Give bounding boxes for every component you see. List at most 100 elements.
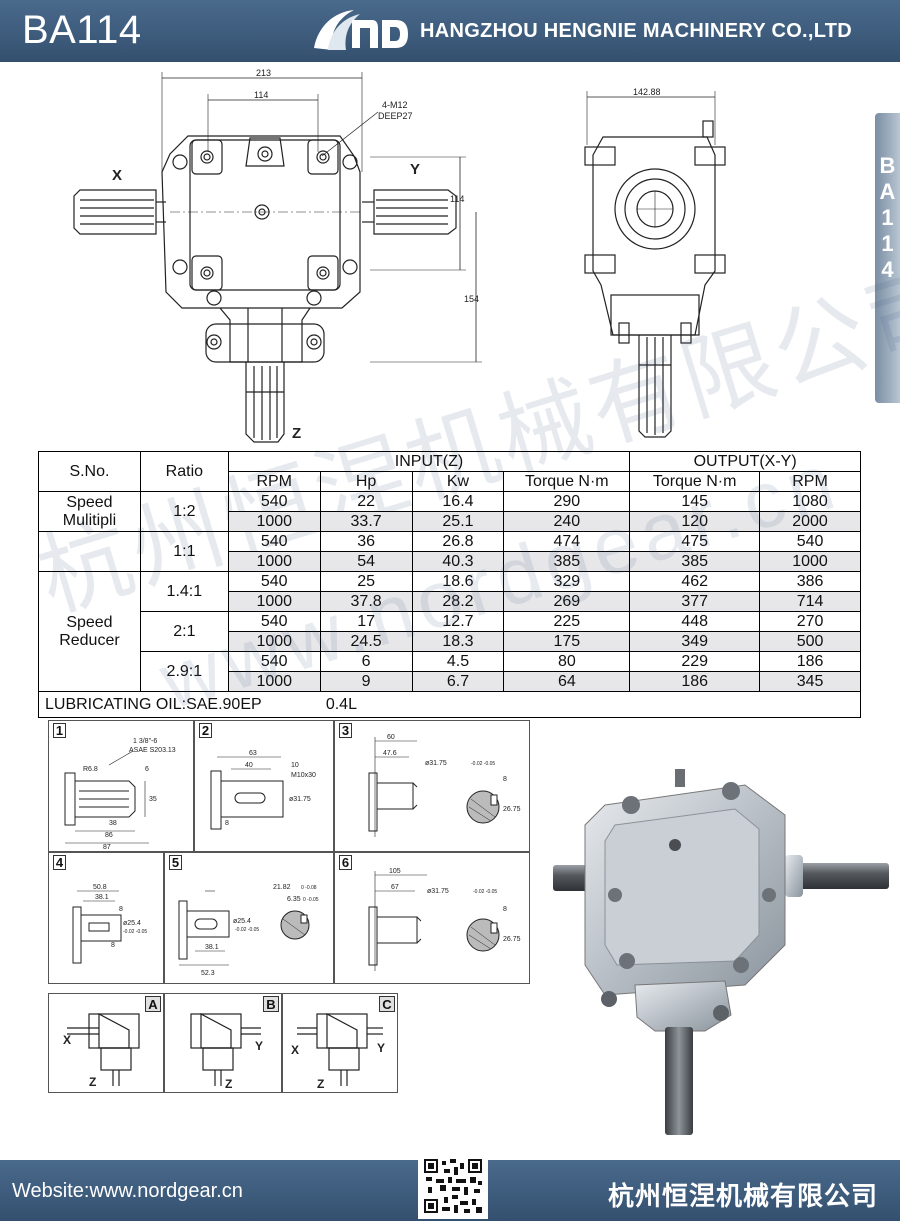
dim-text: ø31.75 xyxy=(289,796,311,803)
config-label-z: Z xyxy=(89,1075,96,1089)
cell: 80 xyxy=(503,651,631,672)
shaft-label-x: X xyxy=(112,167,122,184)
dim-text: 86 xyxy=(105,832,113,839)
config-panel-a: A X Z xyxy=(48,993,164,1093)
dim-text: 6.35 xyxy=(287,896,301,903)
dim-text: 52.3 xyxy=(201,970,215,977)
config-diagram-c: X Y Z xyxy=(291,1013,385,1091)
config-panel-c: C X Y Z xyxy=(282,993,398,1093)
ratio-cell: 1:2 xyxy=(139,491,229,532)
dim-text: 67 xyxy=(391,884,399,891)
cell: 269 xyxy=(503,591,631,612)
shaft-drawing-1: 1 3/8"-6 ASAE S203.13 R6.8 6 35 38 86 87 xyxy=(64,738,176,851)
cell: 186 xyxy=(629,671,761,692)
config-label-z: Z xyxy=(317,1077,324,1091)
dim-text: -0.02 -0.05 xyxy=(123,929,147,935)
dim-213: 213 xyxy=(256,68,271,78)
cell: 386 xyxy=(759,571,861,592)
dim-142: 142.88 xyxy=(633,87,661,97)
group-name: Speed Mulitipli xyxy=(38,491,141,532)
col-ratio: Ratio xyxy=(139,451,229,492)
table-row: Speed Reducer 1.4:1 540 25 18.6 329 462 … xyxy=(38,571,861,692)
cell: 1000 xyxy=(227,551,321,572)
cell: 18.6 xyxy=(411,571,505,592)
cell: 1000 xyxy=(227,511,321,532)
cell: 145 xyxy=(629,491,761,512)
dim-text: 10 xyxy=(291,762,299,769)
config-label-y: Y xyxy=(255,1039,263,1053)
model-side-tab: B A 1 1 4 xyxy=(875,113,900,403)
cell: 540 xyxy=(227,571,321,592)
shaft-drawing-5: ø25.4 -0.02 -0.05 38.1 52.3 21.82 0 -0.0… xyxy=(178,884,319,977)
shaft-panel-3: 3 60 47.6 ø31.75 -0.02 -0.05 8 26.75 xyxy=(334,720,530,852)
cell: 26.8 xyxy=(411,531,505,552)
cell: 40.3 xyxy=(411,551,505,572)
cell: 28.2 xyxy=(411,591,505,612)
side-tab-char: 1 xyxy=(881,231,894,256)
header-bar: BA114 HANGZHOU HENGNIE MACHINERY CO.,LTD xyxy=(0,0,900,62)
dim-114-side: 114 xyxy=(450,194,464,204)
table-row: Speed Mulitipli 1:2 540 22 16.4 290 145 … xyxy=(38,491,861,532)
cell: 37.8 xyxy=(319,591,413,612)
dim-text: 47.6 xyxy=(383,750,397,757)
panel-number: 1 xyxy=(53,723,66,738)
dim-154: 154 xyxy=(464,294,479,304)
cell: 17 xyxy=(319,611,413,632)
cell: 225 xyxy=(503,611,631,632)
group-name xyxy=(38,531,141,572)
dim-text: 26.75 xyxy=(503,936,521,943)
col-output: OUTPUT(X-Y) xyxy=(629,451,861,472)
shaft-panel-2: 2 63 40 10 M10x30 ø31.75 8 xyxy=(194,720,334,852)
dim-114-top: 114 xyxy=(254,90,268,100)
side-tab-char: 4 xyxy=(881,257,894,282)
shaft-label-y: Y xyxy=(410,161,420,178)
dim-text: 40 xyxy=(245,762,253,769)
side-tab-char: A xyxy=(879,179,896,204)
cell: 25 xyxy=(319,571,413,592)
group-name-line: Mulitipli xyxy=(62,511,117,529)
shaft-drawing-3: 60 47.6 ø31.75 -0.02 -0.05 8 26.75 xyxy=(368,734,521,837)
cell: 329 xyxy=(503,571,631,592)
cell: 377 xyxy=(629,591,761,612)
cell: 64 xyxy=(503,671,631,692)
col-hp: Hp xyxy=(319,471,413,492)
group-name: Speed Reducer xyxy=(38,571,141,692)
dim-depth: DEEP27 xyxy=(378,111,413,121)
cell: 290 xyxy=(503,491,631,512)
company-name: HANGZHOU HENGNIE MACHINERY CO.,LTD xyxy=(420,20,853,42)
ratio-cell: 2.9:1 xyxy=(139,651,229,692)
dim-text: ASAE S203.13 xyxy=(129,747,176,754)
cell: 462 xyxy=(629,571,761,592)
cell: 33.7 xyxy=(319,511,413,532)
config-panel-b: B Y Z xyxy=(164,993,282,1093)
dim-text: 8 xyxy=(225,820,229,827)
front-view-drawing: 213 114 4-M12 DEEP27 X Y 114 154 xyxy=(73,68,482,443)
dim-text: 8 xyxy=(503,776,507,783)
col-input: INPUT(Z) xyxy=(227,451,631,472)
col-rpm: RPM xyxy=(227,471,321,492)
dim-text: 38.1 xyxy=(205,944,219,951)
panel-number: 5 xyxy=(169,855,182,870)
table-row: 1000 33.7 25.1 240 120 2000 xyxy=(39,511,861,532)
cell: 540 xyxy=(227,651,321,672)
cell: 448 xyxy=(629,611,761,632)
shaft-panel-6: 6 105 67 ø31.75 -0.02 -0.05 8 26.75 xyxy=(334,852,530,984)
dim-text: 21.82 xyxy=(273,884,291,891)
cell: 540 xyxy=(227,531,321,552)
cell: 229 xyxy=(629,651,761,672)
footer-website[interactable]: Website:www.nordgear.cn xyxy=(12,1180,243,1202)
config-diagram-b: Y Z xyxy=(190,1013,263,1091)
col-torque-in: Torque N·m xyxy=(503,471,631,492)
cell: 1000 xyxy=(227,631,321,652)
dim-text: 105 xyxy=(389,868,401,875)
panel-number: 2 xyxy=(199,723,212,738)
config-letter: C xyxy=(379,996,395,1012)
group-name-line: Reducer xyxy=(59,631,120,649)
cell: 9 xyxy=(319,671,413,692)
config-diagram-a: X Z xyxy=(63,1013,140,1089)
cell: 186 xyxy=(759,651,861,672)
dim-text: -0.02 -0.05 xyxy=(473,889,497,895)
dim-text: ø25.4 xyxy=(123,920,141,927)
config-letter: A xyxy=(145,996,161,1012)
dim-text: 8 xyxy=(503,906,507,913)
